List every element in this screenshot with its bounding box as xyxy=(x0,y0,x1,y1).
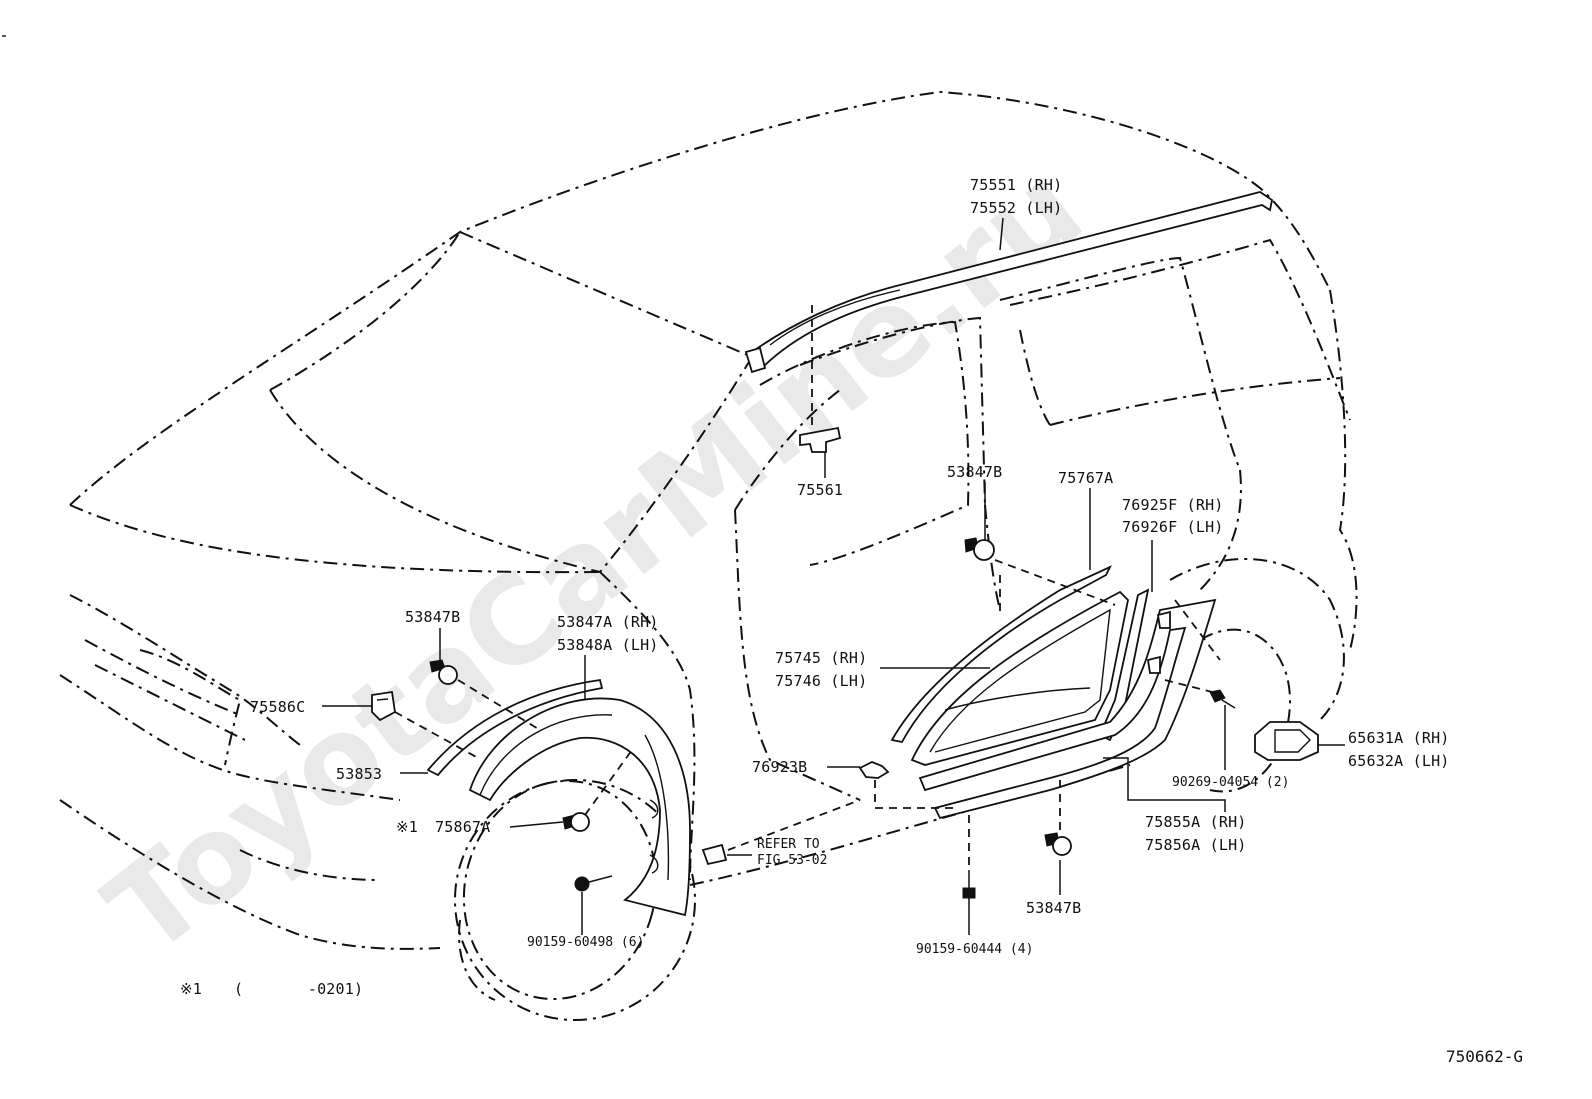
vehicle-body-outline xyxy=(59,90,1358,1021)
fender-bracket xyxy=(371,690,396,722)
label-fender-strip: 53853 xyxy=(336,765,382,783)
label-refer-1: REFER TO xyxy=(757,837,820,852)
label-refer-2: FIG 53-02 xyxy=(757,853,827,868)
clip-rocker-lower xyxy=(1044,832,1072,856)
screw-fender xyxy=(574,875,613,892)
label-door-mould-lh: 75746 (LH) xyxy=(775,672,867,690)
clip-door-upper xyxy=(964,537,995,561)
door-belt-moulding xyxy=(890,565,1129,766)
label-roof-clip: 75561 xyxy=(797,481,843,499)
label-rear-bolt: 90269-04054 (2) xyxy=(1172,775,1289,790)
clip-front-fender xyxy=(429,659,458,685)
bolt-rear xyxy=(1209,689,1236,709)
label-fender-screw: 90159-60498 (6) xyxy=(527,935,644,950)
fender-flare xyxy=(468,697,691,917)
mudguard xyxy=(1254,721,1319,761)
label-mudguard-lh: 65632A (LH) xyxy=(1348,752,1450,770)
label-clip-top-right: 53847B xyxy=(947,463,1002,481)
door-garnish xyxy=(1098,588,1150,742)
label-fender-clip: 75867A xyxy=(435,818,490,836)
figure-code: 750662-G xyxy=(1446,1047,1523,1066)
part-labels: 75551 (RH) 75552 (LH) 75561 53847B 75767… xyxy=(250,176,1450,957)
rocker-moulding xyxy=(918,598,1217,820)
label-clip-bottom: 53847B xyxy=(1026,899,1081,917)
label-mudguard-rh: 65631A (RH) xyxy=(1348,729,1450,747)
label-rocker-rh: 75855A (RH) xyxy=(1145,813,1247,831)
label-rocker-screw: 90159-60444 (4) xyxy=(916,942,1033,957)
clip-refer xyxy=(701,843,728,866)
footnote-range: ( -0201) xyxy=(234,980,363,998)
assembly-lines xyxy=(394,559,1221,870)
label-door-rh: 76925F (RH) xyxy=(1122,496,1224,514)
footnote-mark: ※1 xyxy=(180,980,202,998)
screw-rocker xyxy=(962,870,976,899)
leader-lines xyxy=(322,217,1345,935)
label-bracket: 75586C xyxy=(250,698,305,716)
roof-clip xyxy=(799,305,842,453)
footnote: ※1 ( -0201) xyxy=(180,980,363,998)
label-fender-lh: 53848A (LH) xyxy=(557,636,659,654)
clip-rocker xyxy=(858,761,890,779)
label-belt-moulding: 75767A xyxy=(1058,469,1113,487)
roof-drip-moulding xyxy=(744,191,1274,374)
label-rocker-clip: 76923B xyxy=(752,758,807,776)
label-door-lh: 76926F (LH) xyxy=(1122,518,1224,536)
label-door-mould-rh: 75745 (RH) xyxy=(775,649,867,667)
label-roof-lh: 75552 (LH) xyxy=(970,199,1062,217)
label-roof-rh: 75551 (RH) xyxy=(970,176,1062,194)
watermark: ToyotaCarMine.ru xyxy=(82,139,1108,983)
label-rocker-lh: 75856A (LH) xyxy=(1145,836,1247,854)
label-fender-clip-mark: ※1 xyxy=(396,818,418,836)
clip-fender-lower xyxy=(562,812,590,832)
label-fender-rh: 53847A (RH) xyxy=(557,613,659,631)
label-clip-front: 53847B xyxy=(405,608,460,626)
